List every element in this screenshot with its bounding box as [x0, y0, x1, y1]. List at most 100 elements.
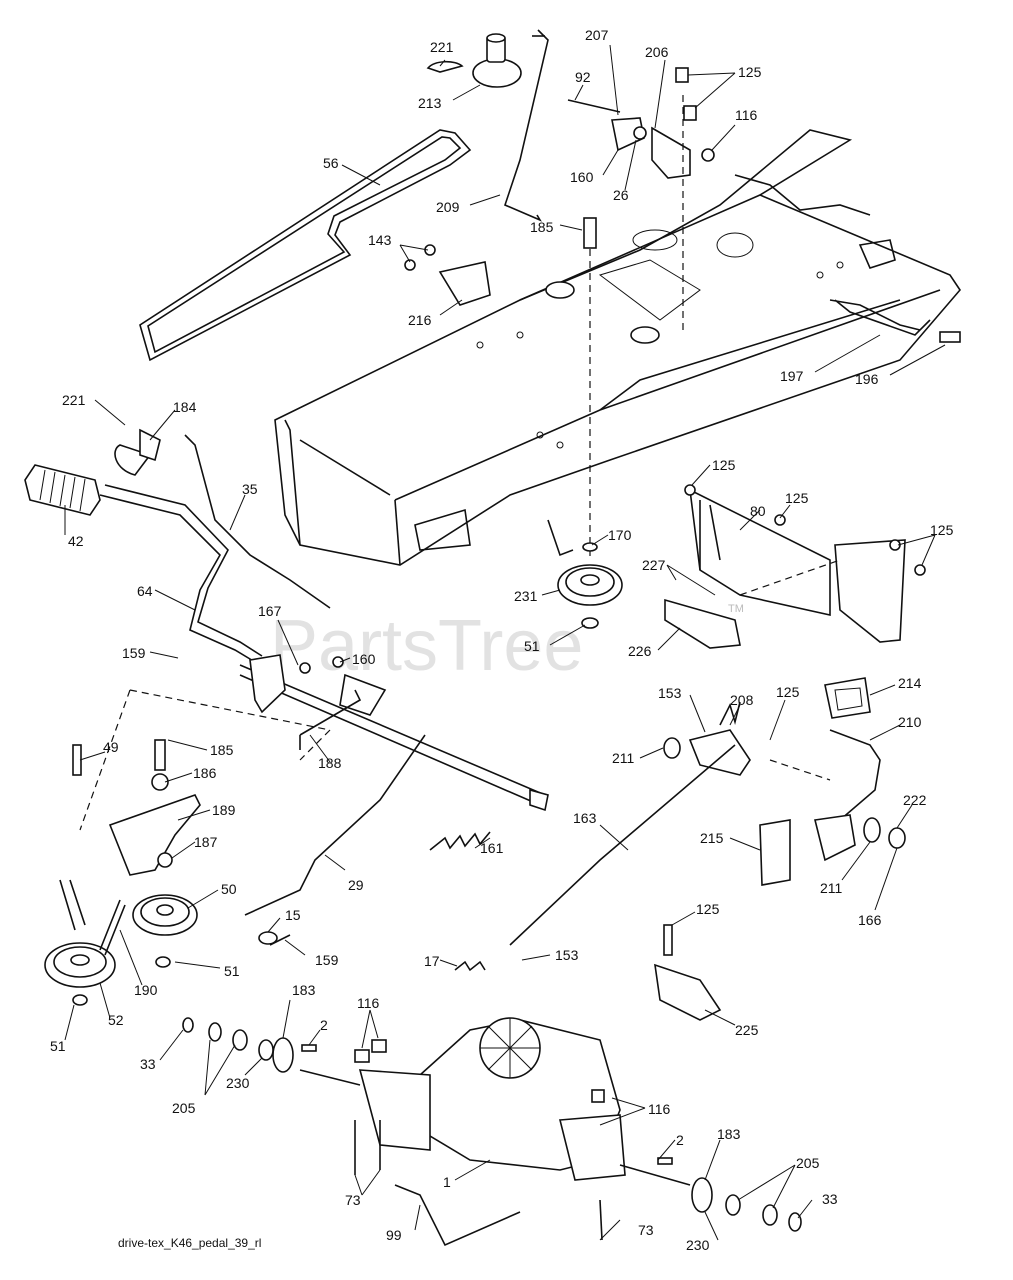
- part-label: 184: [173, 399, 197, 415]
- transaxle: [299, 1017, 691, 1241]
- part-label: 26: [613, 187, 629, 203]
- part-label: 205: [796, 1155, 820, 1171]
- pedal-pad-215: [759, 819, 791, 886]
- part-label: 166: [858, 912, 882, 928]
- part-label: 211: [612, 750, 635, 766]
- part-label: 125: [776, 684, 800, 700]
- watermark-trademark: TM: [728, 603, 744, 615]
- hairpin-clip: [426, 60, 464, 73]
- shift-knob: [472, 33, 522, 88]
- part-label: 56: [323, 155, 339, 171]
- part-label: 116: [648, 1101, 671, 1117]
- part-label: 215: [700, 830, 724, 846]
- part-label: 51: [50, 1038, 66, 1054]
- spring-161: [429, 831, 491, 851]
- watermark: PartsTree: [270, 606, 583, 686]
- part-label: 17: [424, 953, 440, 969]
- part-label: 2: [676, 1132, 684, 1148]
- part-label: 2: [320, 1017, 328, 1033]
- shift-lever: [504, 29, 549, 222]
- rod-29: [244, 734, 426, 916]
- part-label: 167: [258, 603, 282, 619]
- part-label: 205: [172, 1100, 196, 1116]
- spring-17: [454, 960, 486, 972]
- part-label: 49: [103, 739, 119, 755]
- part-label: 213: [418, 95, 442, 111]
- part-label: 51: [524, 638, 540, 654]
- part-label: 15: [285, 907, 301, 923]
- part-label: 206: [645, 44, 669, 60]
- part-label: 163: [573, 810, 597, 826]
- part-label: 227: [642, 557, 666, 573]
- cam-184: [114, 428, 161, 476]
- pulley-52: [44, 879, 116, 1006]
- part-label: 196: [855, 371, 879, 387]
- part-label: 80: [750, 503, 766, 519]
- part-label: 170: [608, 527, 632, 543]
- part-label: 211: [820, 880, 843, 896]
- bracket-225: [654, 963, 722, 1021]
- part-label: 183: [292, 982, 316, 998]
- part-label: 125: [930, 522, 954, 538]
- part-label: 64: [137, 583, 153, 599]
- part-label: 225: [735, 1022, 759, 1038]
- grip: [24, 464, 101, 516]
- linkage-rod-35: [184, 434, 331, 609]
- part-label: 153: [658, 685, 682, 701]
- part-label: 222: [903, 792, 927, 808]
- pedal-mount-bracket: [664, 484, 926, 649]
- part-label: 35: [242, 481, 258, 497]
- bolt-196: [939, 331, 961, 343]
- shift-bracket: [567, 67, 715, 179]
- part-label: 230: [226, 1075, 250, 1091]
- part-label: 73: [638, 1222, 654, 1238]
- pulley-231: [547, 519, 623, 629]
- bolt: [583, 217, 597, 249]
- lever-plate: [249, 654, 286, 714]
- drive-belt: [139, 129, 472, 362]
- part-label: 185: [530, 219, 554, 235]
- part-label: 33: [140, 1056, 156, 1072]
- part-label: 125: [712, 457, 736, 473]
- part-label: 73: [345, 1192, 361, 1208]
- pulley-50: [132, 894, 198, 968]
- part-label: 221: [62, 392, 86, 408]
- part-label: 50: [221, 881, 237, 897]
- part-label: 231: [514, 588, 538, 604]
- part-label: 42: [68, 533, 84, 549]
- part-label: 33: [822, 1191, 838, 1207]
- part-label: 183: [717, 1126, 741, 1142]
- rod-163: [509, 744, 736, 946]
- cross-shaft: [239, 664, 546, 806]
- part-label: 161: [480, 840, 504, 856]
- tractor-frame: [274, 129, 962, 566]
- part-label: 209: [436, 199, 460, 215]
- brake-rod: [829, 299, 931, 336]
- left-axle-parts: [182, 1017, 317, 1073]
- part-label: 160: [352, 651, 376, 667]
- steering-lever: [99, 494, 261, 666]
- part-label: 1: [443, 1174, 451, 1190]
- part-label: 52: [108, 1012, 124, 1028]
- part-label: 216: [408, 312, 432, 328]
- part-label: 116: [357, 995, 380, 1011]
- part-label: 226: [628, 643, 652, 659]
- part-labels: 221 213 207 206 125 92 116 56 160 26 209…: [50, 27, 954, 1253]
- part-label: 125: [696, 901, 720, 917]
- part-label: 188: [318, 755, 342, 771]
- part-label: 160: [570, 169, 594, 185]
- part-label: 186: [193, 765, 217, 781]
- clip-bracket: [404, 244, 491, 306]
- right-axle-parts: [657, 1157, 802, 1232]
- part-label: 153: [555, 947, 579, 963]
- part-label: 99: [386, 1227, 402, 1243]
- part-label: 214: [898, 675, 922, 691]
- diagram-footer-code: drive-tex_K46_pedal_39_rl: [118, 1236, 261, 1250]
- leader-lines: [64, 44, 946, 1241]
- part-label: 221: [430, 39, 454, 55]
- rod-99: [394, 1184, 521, 1247]
- part-label: 159: [122, 645, 146, 661]
- part-label: 189: [212, 802, 236, 818]
- idler-bracket: [72, 739, 201, 876]
